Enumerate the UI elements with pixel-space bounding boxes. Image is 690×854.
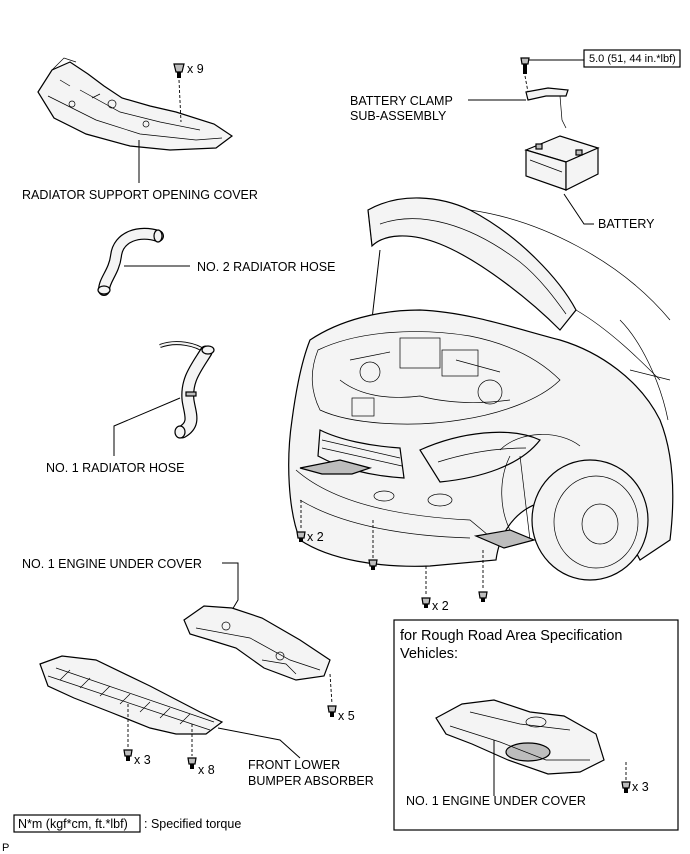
inset-part-label: NO. 1 ENGINE UNDER COVER (406, 794, 586, 808)
left-clip-qty: x 2 (307, 530, 324, 544)
clip-right (478, 591, 488, 602)
radiator-support-opening-cover (37, 57, 234, 151)
inset-title-line1: for Rough Road Area Specification (400, 628, 622, 644)
battery-clamp (525, 87, 569, 129)
absorber-clip-qty: x 3 (134, 753, 151, 767)
inset-bolt (621, 781, 631, 793)
radiator-support-opening-cover-label: RADIATOR SUPPORT OPENING COVER (22, 188, 258, 202)
torque-box (583, 49, 681, 68)
corner-mark: P (2, 842, 9, 854)
front-lower-bumper-absorber (39, 655, 224, 735)
clip-left (296, 531, 306, 542)
no1-radiator-hose-label: NO. 1 RADIATOR HOSE (46, 461, 184, 475)
inset-engine-under-cover (435, 699, 605, 775)
engine-cover-bolt-qty: x 5 (338, 709, 355, 723)
absorber-bolt (187, 757, 197, 769)
battery-label: BATTERY (598, 217, 655, 231)
clip-bottom (421, 597, 431, 608)
no1-radiator-hose (159, 341, 215, 439)
no2-radiator-hose-label: NO. 2 RADIATOR HOSE (197, 260, 335, 274)
bottom-clip-qty: x 2 (432, 599, 449, 613)
absorber-bolt-qty: x 8 (198, 763, 215, 777)
no2-radiator-hose (97, 227, 164, 296)
battery-clamp-label-line1: BATTERY CLAMP (350, 94, 453, 108)
battery-clamp-label-line2: SUB-ASSEMBLY (350, 109, 447, 123)
legend-torque-box (13, 814, 141, 833)
battery-clamp-bolt (520, 57, 530, 74)
inset-title-line2: Vehicles: (400, 646, 458, 662)
inset-bolt-qty: x 3 (632, 780, 649, 794)
legend-unit: N*m (kgf*cm, ft.*lbf) (18, 817, 128, 831)
no1-engine-under-cover-label: NO. 1 ENGINE UNDER COVER (22, 557, 202, 571)
absorber-clip (123, 749, 133, 761)
cover-clip-qty: x 9 (187, 62, 204, 76)
legend-text: : Specified torque (144, 817, 241, 831)
vehicle-front-view (288, 197, 674, 581)
cover-clip (173, 63, 185, 78)
engine-cover-bolt (327, 705, 337, 717)
battery (524, 135, 600, 191)
front-lower-bumper-label-line2: BUMPER ABSORBER (248, 774, 374, 788)
front-lower-bumper-label-line1: FRONT LOWER (248, 758, 340, 772)
no1-engine-under-cover (183, 605, 331, 681)
battery-clamp-torque: 5.0 (51, 44 in.*lbf) (589, 53, 676, 65)
clip-center (368, 559, 378, 570)
